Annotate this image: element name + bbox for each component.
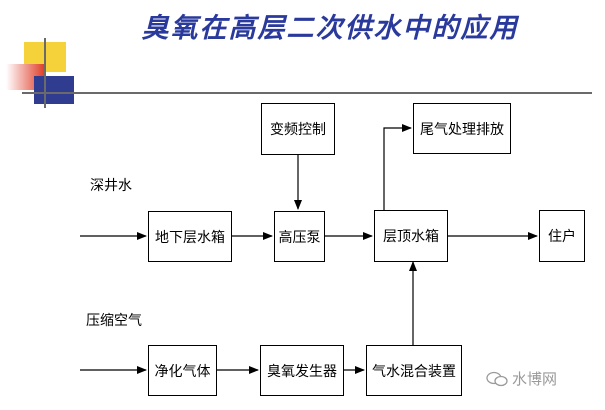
slide-title: 臭氧在高层二次供水中的应用 [141, 13, 519, 44]
wechat-icon [486, 371, 508, 386]
decor-blue-square [34, 76, 74, 104]
input-compressed-air: 压缩空气 [86, 313, 142, 329]
node-high-pressure-pump: 高压泵 [274, 211, 325, 262]
node-purify-gas: 净化气体 [148, 345, 217, 396]
watermark-text: 水博网 [512, 370, 558, 388]
node-gas-water-mixer: 气水混合装置 [366, 345, 462, 396]
title-divider [22, 92, 592, 94]
node-ozone-generator: 臭氧发生器 [260, 345, 344, 396]
edge-rooftank-to-exhaust [383, 124, 412, 210]
node-vfd-control: 变频控制 [261, 103, 335, 155]
node-residents: 住户 [539, 210, 585, 262]
watermark: 水博网 [486, 368, 557, 389]
input-deep-well-water: 深井水 [90, 178, 132, 194]
node-roof-tank: 层顶水箱 [374, 210, 448, 262]
node-underground-tank: 地下层水箱 [148, 211, 232, 262]
title-divider-vertical [44, 38, 46, 108]
node-exhaust-treatment: 尾气处理排放 [413, 103, 511, 154]
